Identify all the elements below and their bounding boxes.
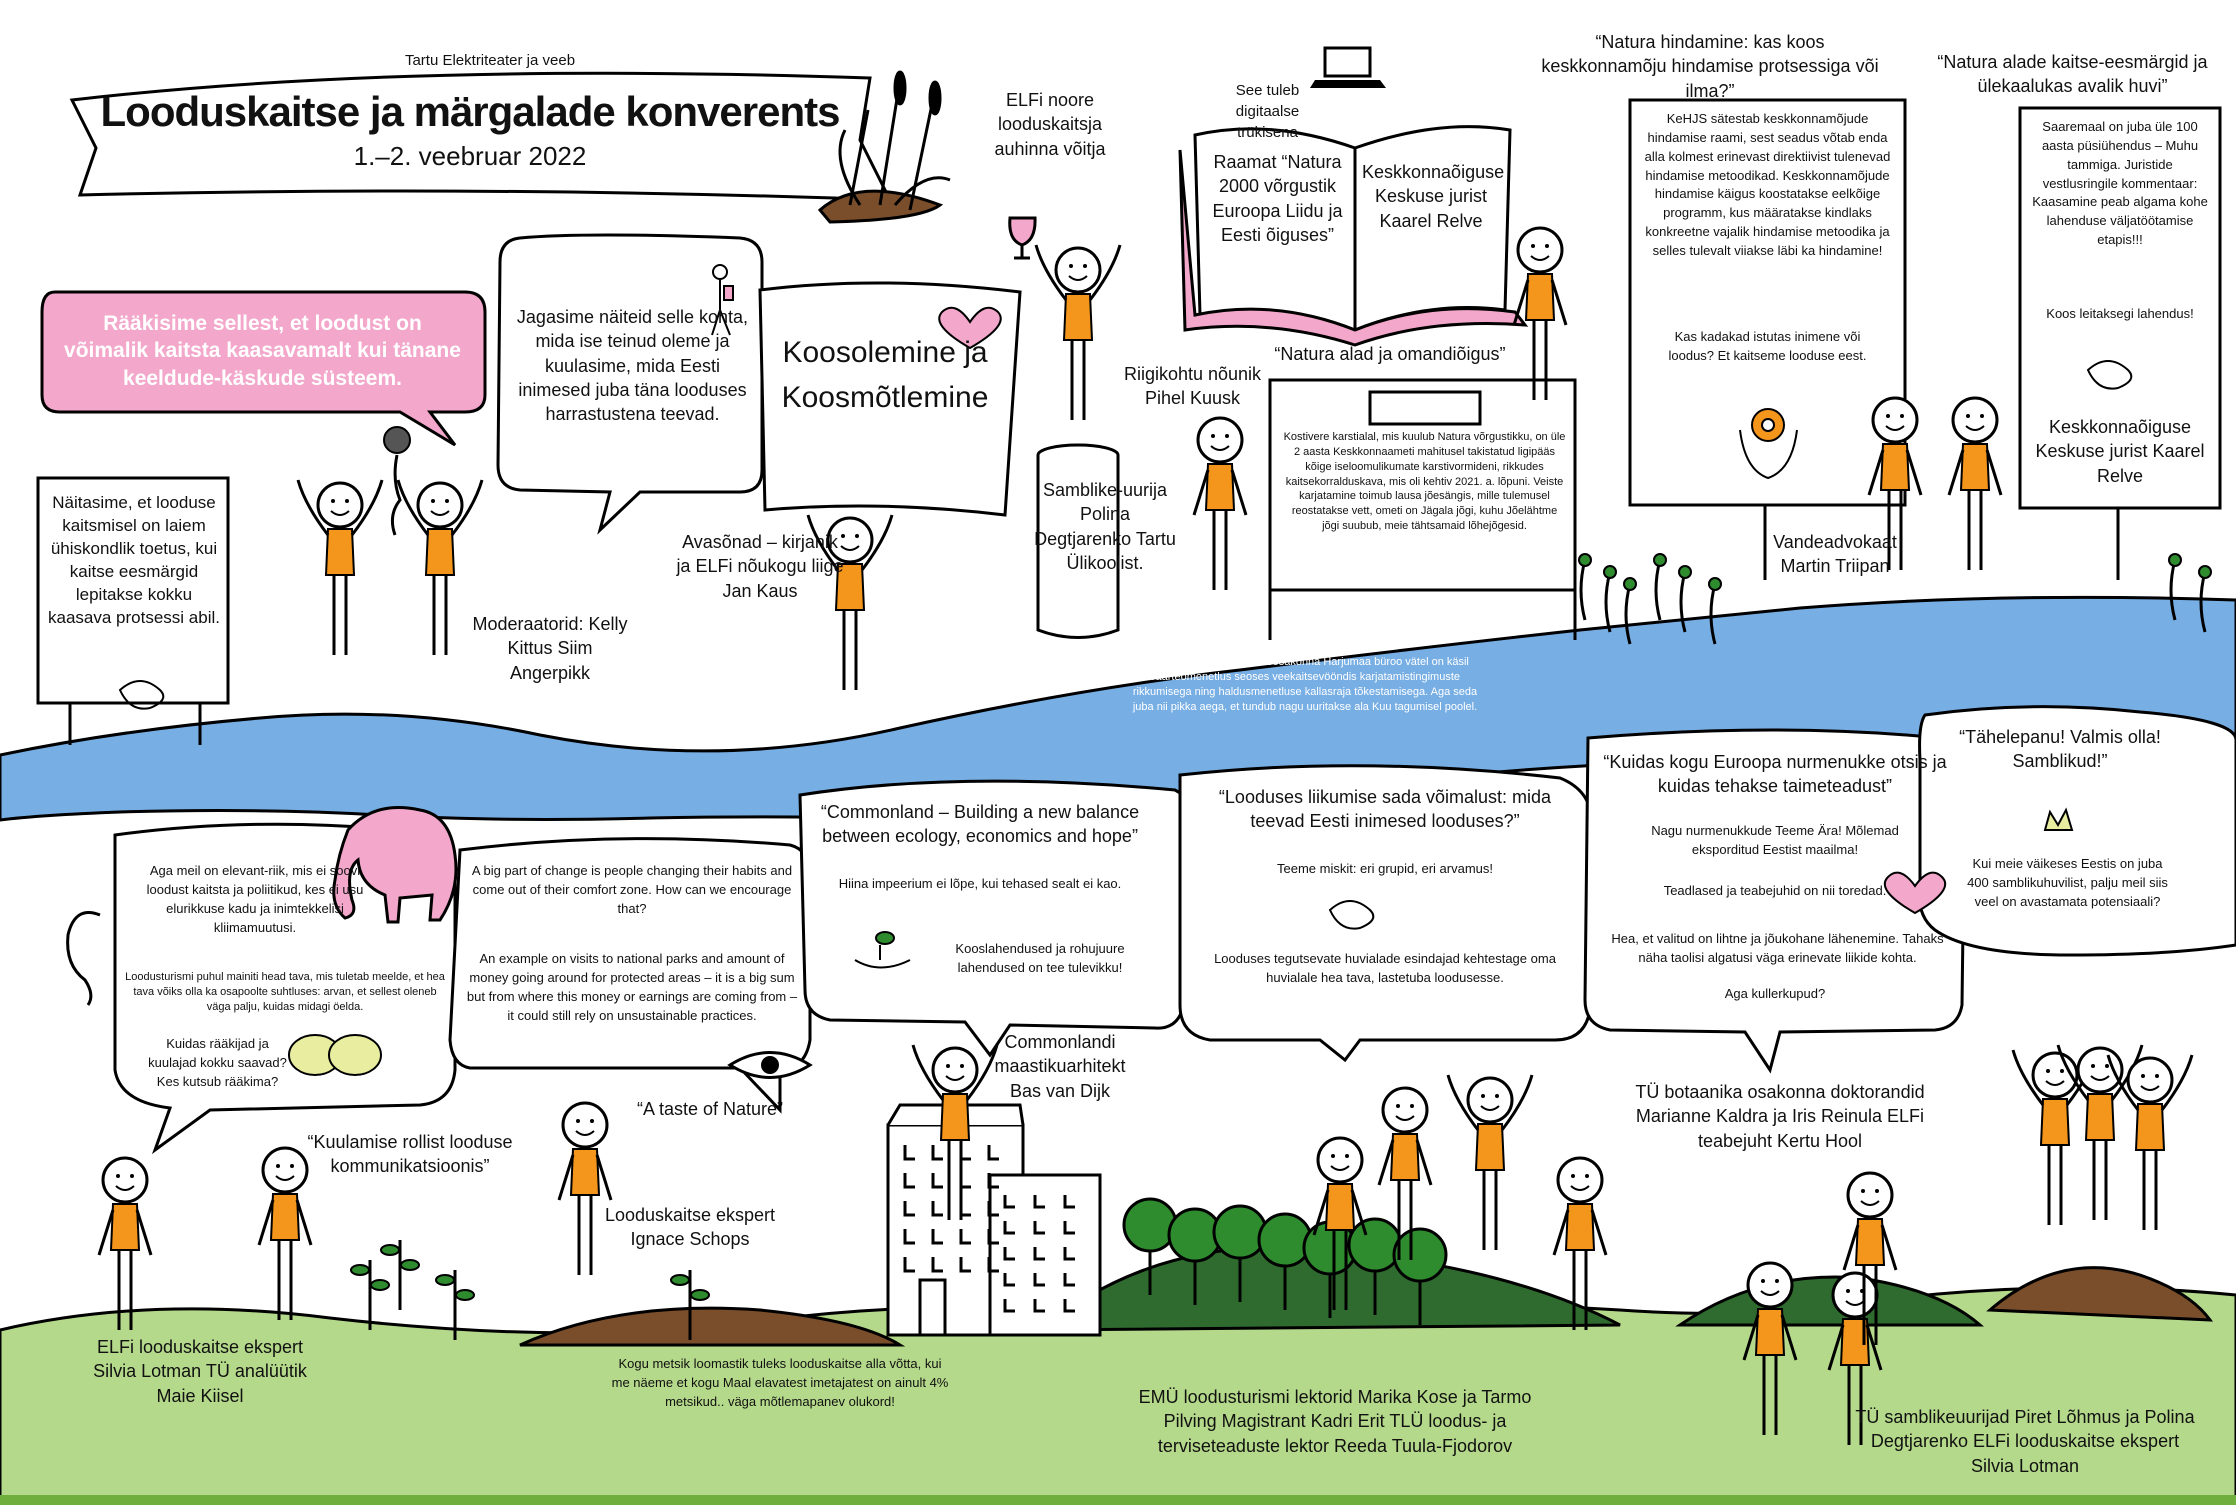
trees: [350, 1197, 1448, 1340]
natura-land-body: Kostivere karstialal, mis kuulub Natura …: [1283, 431, 1566, 533]
movement-title: “Looduses liikumise sada võimalust: mida…: [1218, 787, 1552, 832]
book-note: See tuleb digitaalse trükisena: [1235, 82, 1300, 141]
microphone-icon: [383, 426, 411, 536]
natura-assessment-body: KeHJS sätestab keskkonnamõjude hindamise…: [1644, 111, 1891, 258]
lichen-icon: [288, 807, 2074, 1076]
header-subtitle: Tartu Elektriteater ja veeb: [404, 52, 576, 69]
sprouts: [1578, 553, 2212, 645]
botany-phd-label: TÜ botaanika osakonna doktorandid Marian…: [1635, 1082, 1925, 1151]
natura-land-title: “Natura alad ja omandiõigus”: [1274, 344, 1506, 364]
hiker-icon: [711, 264, 734, 336]
pink-speech-bubble: [40, 290, 487, 447]
shared-examples-bubble: [496, 233, 764, 535]
book-right-page: Keskkonnaõiguse Keskuse jurist Kaarel Re…: [1362, 162, 1505, 231]
soil-mound-right: [1986, 1266, 2214, 1322]
soil-mound-left: [519, 1306, 906, 1347]
left-board: [36, 476, 230, 705]
lichens-body: Kui meie väikeses Eestis on juba 400 sam…: [1967, 856, 2168, 909]
natura-public-title: “Natura alade kaitse-eesmärgid ja ülekaa…: [1937, 52, 2208, 97]
page-title: Looduskaitse ja märgalade konverents: [100, 88, 841, 135]
advocate-label: Vandeadvokaat Martin Triipan: [1773, 532, 1897, 577]
natura-public-body: Saaremaal on juba üle 100 aasta püsiühen…: [2032, 119, 2208, 248]
laptop-icon: [1310, 46, 1386, 88]
banner-flag-text: Koosolemine ja Koosmõtlemine: [781, 336, 989, 414]
handshake-icon: [118, 360, 2133, 930]
heart-icon: [1883, 871, 1947, 915]
stick-figures: [97, 226, 2194, 1445]
lawyer-right-label: Keskkonnaõiguse Keskuse jurist Kaarel Re…: [2035, 417, 2205, 486]
natura-assessment-title: “Natura hindamine: kas koos keskkonnamõj…: [1541, 32, 1879, 101]
bottom-soil-label: Kogu metsik loomastik tuleks looduskaits…: [611, 1356, 949, 1409]
podium: [1036, 455, 1120, 639]
ear-icon: [66, 911, 101, 1006]
elephant-main-text: Aga meil on elevant-riik, mis ei soovi l…: [146, 863, 364, 935]
natura-public-tail: Koos leitaksegi lahendus!: [2046, 306, 2194, 321]
europe-3: Hea, et valitud on lihtne ja jõukohane l…: [1611, 931, 1944, 965]
gear-hands-icon: [1739, 408, 1798, 480]
europe-4: Aga kullerkupud?: [1724, 986, 1826, 1001]
bottom-right-label: TÜ samblikeuurijad Piret Lõhmus ja Polin…: [1855, 1407, 2195, 1476]
shared-examples-text: Jagasime näiteid selle kohta, mida ise t…: [516, 307, 749, 425]
expert-label: Looduskaitse ekspert Ignace Schops: [604, 1205, 776, 1250]
elephant-small-text: Loodusturismi puhul mainiti head tava, m…: [125, 971, 445, 1013]
bottom-left-label: ELFi looduskaitse ekspert Silvia Lotman …: [93, 1337, 307, 1406]
elephant-question: Kuidas rääkijad ja kuulajad kokku saavad…: [148, 1036, 287, 1089]
taste-of-nature-label: “A taste of Nature”: [636, 1099, 784, 1119]
winner-label: ELFi noore looduskaitsja auhinna võitja: [994, 90, 1106, 159]
flag-banner: [758, 281, 1022, 517]
lichens-title: “Tähelepanu! Valmis olla! Samblikud!”: [1959, 727, 2161, 772]
europe-1: Nagu nurmenukkude Teeme Ära! Mõlemad eks…: [1651, 823, 1899, 857]
listening-title: “Kuulamise rollist looduse kommunikatsio…: [307, 1132, 513, 1177]
heart-icon: [938, 306, 1002, 350]
big-change-1: A big part of change is people changing …: [471, 863, 793, 916]
commonland-title: “Commonland – Building a new balance bet…: [820, 802, 1140, 847]
big-change-2: An example on visits to national parks a…: [466, 951, 798, 1023]
movement-1: Teeme miskit: eri grupid, eri arvamus!: [1276, 861, 1493, 876]
pink-bubble-text: Rääkisime sellest, et loodust on võimali…: [64, 312, 461, 390]
europe-title: “Kuidas kogu Euroopa nurmenukke otsis ja…: [1603, 752, 1947, 797]
natura-land-board: [1268, 378, 1577, 592]
header-dates: 1.–2. veebruar 2022: [353, 141, 587, 171]
book-illustration: [1178, 125, 1529, 347]
europe-2: Teadlased ja teabejuhid on nii toredad.: [1663, 883, 1887, 898]
commonland-1: Hiina impeerium ei lõpe, kui tehased sea…: [838, 876, 1122, 891]
river-text: Keskkonnaameti järelevaleosakonna Harjum…: [1132, 656, 1478, 713]
book-left-page: Raamat “Natura 2000 võrgustik Euroopa Li…: [1212, 152, 1343, 245]
left-board-text: Näitasime, et looduse kaitsmisel on laie…: [48, 493, 220, 627]
bottom-center-label: EMÜ loodusturismi lektorid Marika Kose j…: [1138, 1387, 1532, 1456]
bridge-icon: [1368, 390, 1482, 426]
seedling-hand-icon: [854, 931, 911, 969]
lichen-researcher-label: Samblike-uurija Polina Degtjarenko Tartu…: [1034, 480, 1176, 573]
building-icon: [886, 1103, 1102, 1337]
trophy-icon: [1008, 216, 1037, 260]
commonland-architect-label: Commonlandi maastikuarhitekt Bas van Dij…: [994, 1032, 1126, 1101]
elephant-icon: [332, 806, 458, 924]
natura-assessment-q: Kas kadakad istutas inimene või loodus? …: [1668, 329, 1867, 363]
moderators-label: Moderaatorid: Kelly Kittus Siim Angerpik…: [472, 614, 628, 683]
banner-plants: [817, 70, 951, 224]
commonland-2: Kooslahendused ja rohujuure lahendused o…: [955, 941, 1125, 975]
eye-icon: [727, 1051, 813, 1079]
opening-label: Avasõnad – kirjanik ja ELFi nõukogu liig…: [676, 532, 844, 601]
supreme-court-label: Riigikohtu nõunik Pihel Kuusk: [1123, 364, 1262, 409]
movement-2: Looduses tegutsevate huvialade esindajad…: [1214, 951, 1556, 985]
natura-public-board: [2018, 106, 2222, 510]
hill-right-dark: [1675, 1275, 1984, 1327]
